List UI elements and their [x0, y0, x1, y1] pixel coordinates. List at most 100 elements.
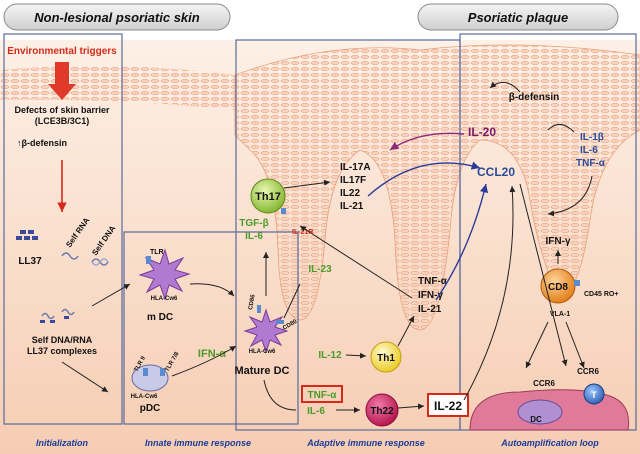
complexes-label-2: LL37 complexes [27, 346, 97, 356]
right-title: Psoriatic plaque [468, 10, 568, 25]
ccl20-label: CCL20 [477, 165, 515, 179]
beta-defensin-arrow [489, 81, 521, 93]
vla1-label: VLA-1 [550, 311, 570, 318]
il22-highlight-box [427, 393, 469, 417]
ifn-alpha-label: IFN-α [198, 348, 226, 360]
dna-ll37-complex-icon [40, 308, 75, 323]
th17-to-cytokines-arrow [283, 179, 331, 189]
ccl20-to-ccr6-arrow [519, 183, 568, 367]
panel-innate [123, 231, 299, 425]
footer-adaptive: Adaptive immune response [306, 438, 425, 448]
beta-defensin-label: β-defensin [509, 92, 560, 103]
il12-to-th1-arrow [345, 352, 367, 359]
dc-autoamp-label: DC [530, 415, 542, 424]
keratinocyte-loop-arrow [547, 124, 575, 133]
th22-to-il22-arrow [397, 403, 425, 410]
barrier-defect-label: Defects of skin barrier [14, 105, 110, 115]
cd86-label: CD86 [248, 294, 257, 311]
il17f-label: IL17F [340, 175, 366, 186]
ll37-label: LL37 [18, 256, 42, 267]
pdc-label: pDC [140, 403, 161, 414]
footer-innate: Innate immune response [145, 438, 251, 448]
mdc-cell-icon [138, 248, 191, 301]
mdc-tlr-receptor-icon [146, 256, 151, 264]
mdc-label: m DC [147, 312, 173, 323]
il6-label: IL-6 [245, 231, 263, 242]
self-rna-icon [61, 252, 79, 260]
ccr6-dc-label: CCR6 [533, 379, 555, 388]
pdc-tlr78-receptor-icon [160, 368, 165, 376]
cd45-label: CD45 RO+ [584, 291, 618, 298]
pdc-to-mature-arrow [171, 345, 237, 377]
right-title-box [417, 3, 619, 31]
pdc-cell-icon [131, 364, 169, 392]
ll37-peptide-icon [16, 230, 38, 240]
panel-initialization [3, 33, 123, 425]
trigger-arrow [48, 62, 76, 100]
il6-auto-label: IL-6 [580, 145, 598, 156]
il21r-label: IL-21R [292, 229, 313, 236]
tgf-beta-label: TGF-β [239, 218, 268, 229]
dc-autoamp-cell-icon [517, 399, 563, 425]
il22-th22-label: IL-22 [434, 399, 462, 413]
th1-label: Th1 [377, 353, 395, 364]
pdc-tlr9-receptor-icon [143, 368, 148, 376]
cd86-receptor-icon [257, 305, 261, 313]
cd45-receptor-icon [574, 280, 580, 286]
left-title: Non-lesional psoriatic skin [34, 10, 199, 25]
cd8-label: CD8 [548, 282, 568, 293]
th22-cell-icon [365, 393, 399, 427]
mdc-hla-label: HLA-Cw6 [151, 296, 178, 302]
t-cell-icon [583, 383, 605, 405]
complex-to-mdc-arrow [91, 283, 131, 307]
mature-dc-hla-label: HLA-Cw6 [249, 349, 276, 355]
self-dna-icon [91, 258, 109, 266]
il21-th1-label: IL-21 [418, 304, 442, 315]
th22-label: Th22 [370, 406, 394, 417]
complexes-label-1: Self DNA/RNA [32, 335, 93, 345]
ccr6-t-label: CCR6 [577, 367, 599, 376]
th1-cell-icon [370, 341, 402, 373]
il17a-label: IL-17A [340, 162, 371, 173]
il22-to-ccl20-arrow [463, 185, 516, 401]
mdc-to-mature-arrow [189, 283, 235, 297]
mature-to-il23-line [283, 283, 301, 319]
tnfa-auto-label: TNF-α [576, 158, 606, 169]
cytokines-loop-arrow [547, 175, 593, 217]
mature-dc-label: Mature DC [234, 365, 289, 377]
left-title-box [3, 3, 231, 31]
pdc-hla-label: HLA-Cw6 [131, 394, 158, 400]
th1-to-cytokines-arrow [397, 315, 415, 347]
th17-cell-icon [250, 178, 286, 214]
il6-th22-label: IL-6 [307, 406, 325, 417]
tnf-alpha-th22-label: TNF-α [308, 390, 338, 401]
beta-defensin-up-label: ↑β-defensin [17, 138, 67, 148]
cd8-to-t-arrow [565, 321, 585, 369]
il21r-receptor-icon [281, 208, 286, 214]
t-cell-label: T [591, 390, 597, 400]
footer-autoamplification: Autoamplification loop [500, 438, 599, 448]
footer-initialization: Initialization [36, 438, 89, 448]
il22-label: IL22 [340, 188, 360, 199]
tnf-alpha-highlight-box [301, 385, 343, 403]
ifn-gamma-label: IFN-γ [418, 290, 443, 301]
mdc-tlr-label: TLR [150, 249, 164, 256]
cd8-to-dc-arrow [525, 321, 549, 369]
barrier-gene-label: (LCE3B/3C1) [35, 116, 90, 126]
il17-to-ccl20-arrow [367, 161, 481, 197]
il1b-label: IL-1β [580, 132, 604, 143]
il20-label: IL-20 [468, 125, 496, 139]
complex-to-pdc-arrow [61, 361, 109, 393]
il12-label: IL-12 [318, 350, 342, 361]
cd80-receptor-icon [276, 320, 284, 324]
il21-label: IL-21 [340, 201, 364, 212]
th1-to-ccl20-arrow [435, 183, 489, 301]
mature-to-th22-line [263, 379, 297, 411]
th1-feedback-arrow [299, 225, 413, 299]
tnf-alpha-label: TNF-α [418, 276, 448, 287]
il23-label: IL-23 [308, 264, 332, 275]
th17-label: Th17 [255, 191, 281, 203]
ifn-gamma-auto-label: IFN-γ [546, 236, 571, 247]
environmental-triggers-label: Environmental triggers [7, 46, 117, 57]
